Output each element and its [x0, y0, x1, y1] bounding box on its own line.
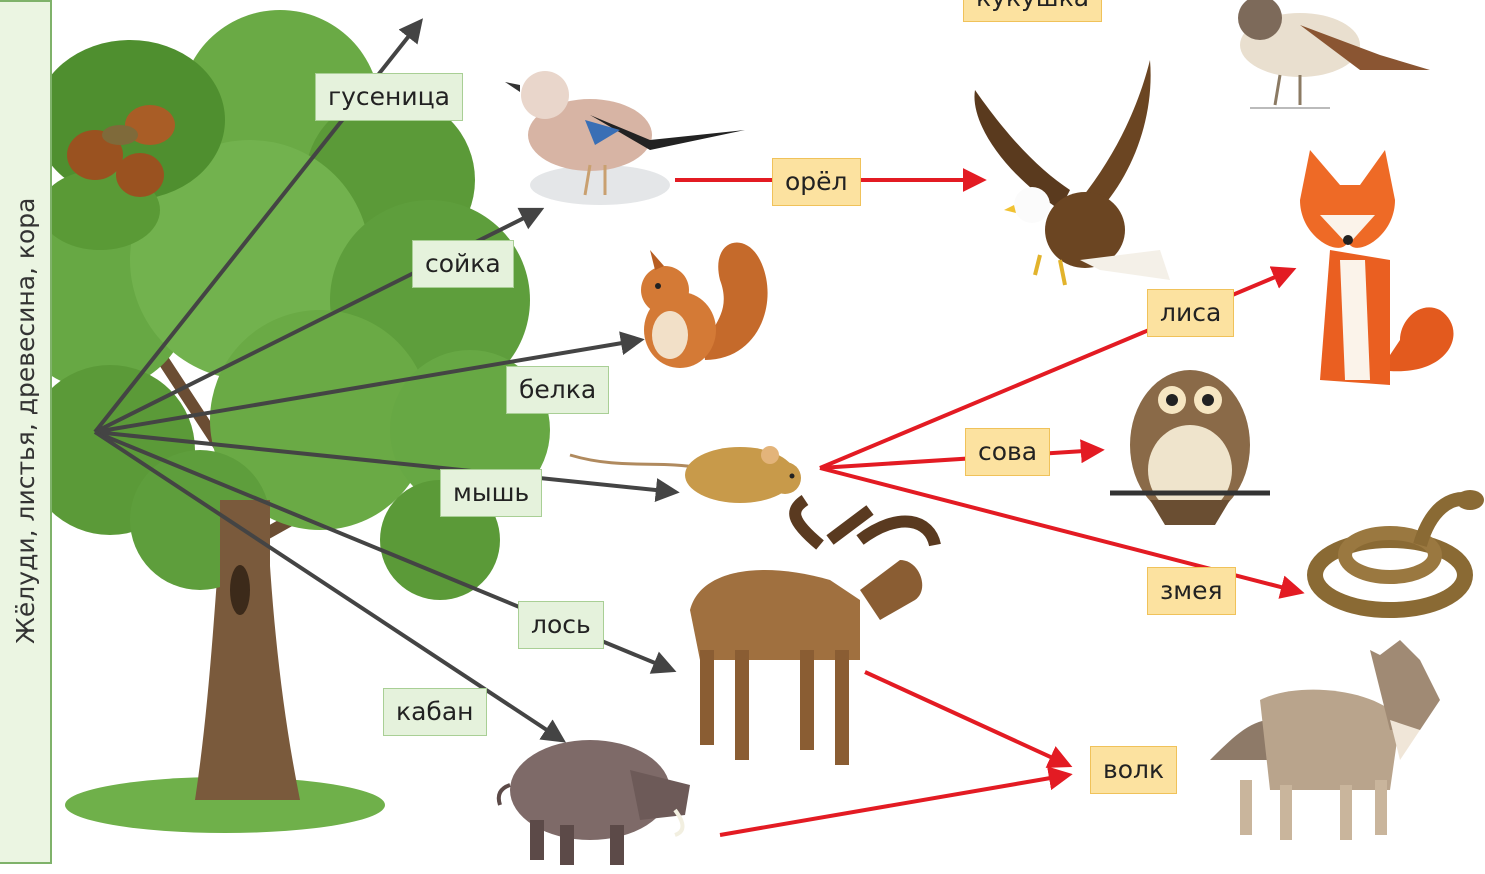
snake-icon [1315, 490, 1484, 610]
thrush-icon [1238, 0, 1430, 108]
owl-icon [1110, 370, 1270, 525]
label-snake: змея [1147, 567, 1236, 615]
side-bar-panel: Жёлуди, листья, древесина, кора [0, 0, 52, 864]
wolf-icon [1210, 640, 1440, 840]
arrow-elk-to-wolf [865, 672, 1068, 765]
label-mouse: мышь [440, 469, 542, 517]
jay-icon [505, 71, 745, 205]
label-caterpillar: гусеница [315, 73, 463, 121]
elk-icon [690, 500, 935, 765]
label-fox: лиса [1147, 289, 1234, 337]
label-wolf: волк [1090, 746, 1177, 794]
label-boar: кабан [383, 688, 487, 736]
side-label: Жёлуди, листья, древесина, кора [6, 24, 46, 844]
fox-icon [1300, 150, 1454, 385]
label-owl: сова [965, 428, 1050, 476]
eagle-icon [974, 60, 1170, 285]
label-cuckoo: кукушка [963, 0, 1102, 22]
boar-icon [499, 740, 690, 865]
mouse-icon [570, 446, 801, 503]
label-squirrel: белка [506, 366, 609, 414]
squirrel-icon [641, 243, 768, 368]
label-eagle: орёл [772, 158, 861, 206]
arrow-mouse-to-owl [820, 450, 1100, 468]
label-elk: лось [518, 601, 604, 649]
label-jay: сойка [412, 240, 514, 288]
arrow-boar-to-wolf [720, 775, 1068, 835]
